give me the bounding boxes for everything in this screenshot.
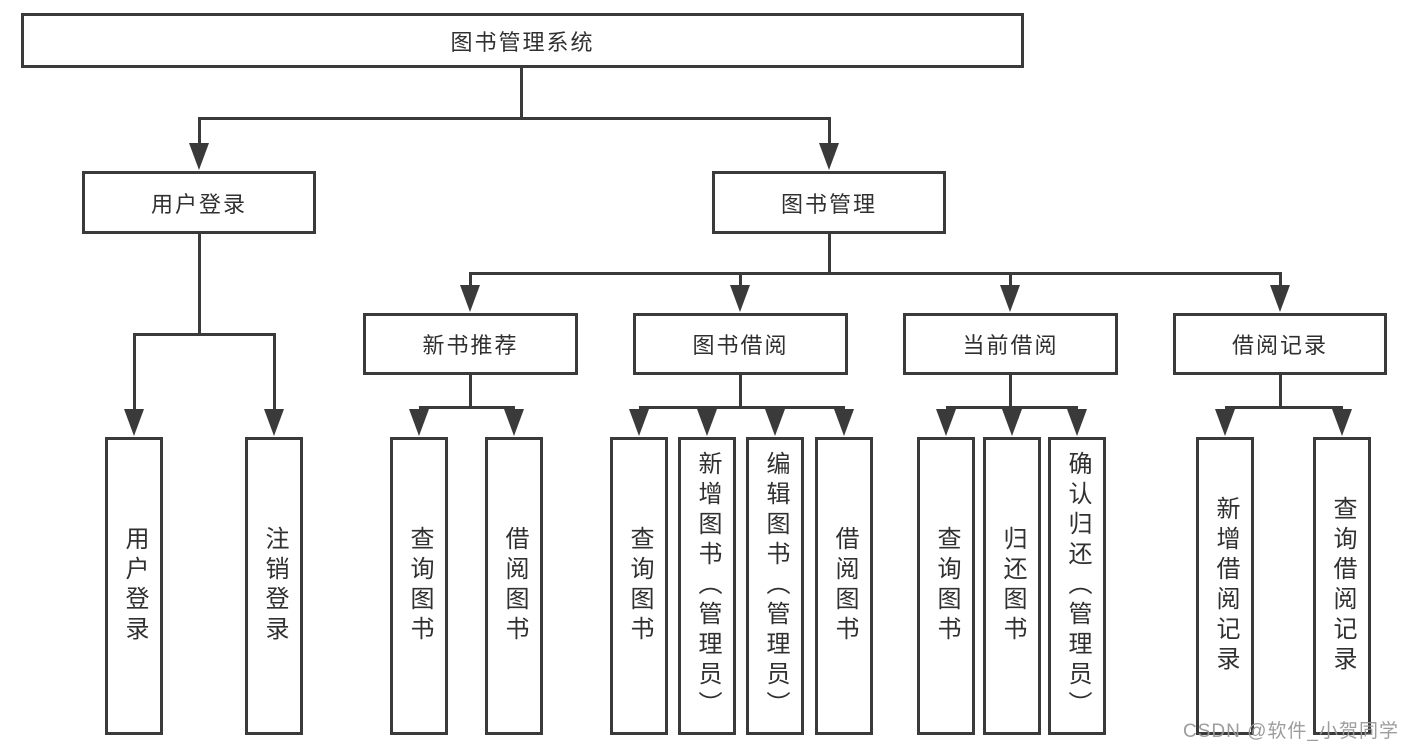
connector-bookmgmt-shaft-3 bbox=[1009, 272, 1012, 290]
leaf-borrow-books-recommend-label: 借阅图书 bbox=[501, 526, 528, 646]
leaf-query-borrow-record: 查询借阅记录 bbox=[1313, 437, 1371, 735]
arrowhead-to-borrow-records bbox=[1270, 285, 1290, 312]
node-borrow-records: 借阅记录 bbox=[1173, 313, 1387, 375]
arrowhead-to-leaf-user-login bbox=[124, 409, 144, 436]
connector-root-stub bbox=[520, 68, 523, 120]
connector-records-stub bbox=[1279, 375, 1282, 409]
leaf-borrow-books: 借阅图书 bbox=[815, 437, 873, 735]
node-root: 图书管理系统 bbox=[21, 13, 1024, 68]
node-new-book-recommend: 新书推荐 bbox=[363, 313, 578, 375]
arrowhead-to-current-borrow bbox=[1000, 285, 1020, 312]
node-user-login: 用户登录 bbox=[82, 171, 316, 234]
arrowhead-records-leaf-2 bbox=[1332, 409, 1352, 436]
leaf-user-login-label: 用户登录 bbox=[121, 526, 148, 646]
node-book-management-label: 图书管理 bbox=[780, 191, 877, 217]
leaf-add-book-admin: 新增图书（管理员） bbox=[678, 437, 736, 735]
connector-records-hline bbox=[1225, 406, 1343, 409]
connector-current-stub bbox=[1009, 375, 1012, 409]
arrowhead-current-leaf-3 bbox=[1067, 409, 1087, 436]
leaf-borrow-books-recommend: 借阅图书 bbox=[485, 437, 543, 735]
arrowhead-records-leaf-1 bbox=[1215, 409, 1235, 436]
connector-borrow-stub bbox=[739, 375, 742, 409]
node-current-borrow: 当前借阅 bbox=[903, 313, 1118, 375]
arrowhead-to-book-management bbox=[819, 143, 839, 170]
arrowhead-borrow-leaf-1 bbox=[629, 409, 649, 436]
leaf-add-borrow-record: 新增借阅记录 bbox=[1196, 437, 1254, 735]
leaf-return-book-label: 归还图书 bbox=[999, 526, 1026, 646]
arrowhead-to-user-login bbox=[189, 143, 209, 170]
connector-bookmgmt-shaft-2 bbox=[739, 272, 742, 290]
connector-root-right-shaft bbox=[828, 117, 831, 150]
leaf-query-books-recommend: 查询图书 bbox=[390, 437, 448, 735]
connector-recommend-hline bbox=[419, 406, 515, 409]
node-book-borrow-label: 图书借阅 bbox=[692, 333, 789, 358]
connector-userlogin-hline bbox=[134, 333, 274, 336]
connector-root-left-shaft bbox=[198, 117, 201, 150]
node-new-book-recommend-label: 新书推荐 bbox=[422, 333, 519, 358]
arrowhead-borrow-leaf-4 bbox=[834, 409, 854, 436]
leaf-query-books-current-label: 查询图书 bbox=[933, 526, 960, 646]
connector-userlogin-left-shaft bbox=[133, 333, 136, 415]
node-root-label: 图书管理系统 bbox=[450, 29, 595, 55]
leaf-query-books-current: 查询图书 bbox=[917, 437, 975, 735]
connector-root-hline bbox=[199, 117, 831, 120]
leaf-query-books-borrow: 查询图书 bbox=[610, 437, 668, 735]
arrowhead-borrow-leaf-3 bbox=[765, 409, 785, 436]
arrowhead-recommend-leaf-1 bbox=[409, 409, 429, 436]
arrowhead-to-book-borrow bbox=[730, 285, 750, 312]
leaf-logout: 注销登录 bbox=[245, 437, 303, 735]
connector-bookmgmt-stub bbox=[828, 234, 831, 275]
leaf-confirm-return-admin-label: 确认归还（管理员） bbox=[1064, 451, 1091, 721]
arrowhead-borrow-leaf-2 bbox=[697, 409, 717, 436]
arrowhead-recommend-leaf-2 bbox=[504, 409, 524, 436]
connector-current-hline bbox=[946, 406, 1078, 409]
leaf-confirm-return-admin: 确认归还（管理员） bbox=[1048, 437, 1106, 735]
node-current-borrow-label: 当前借阅 bbox=[962, 333, 1059, 358]
arrowhead-to-leaf-logout bbox=[264, 409, 284, 436]
connector-bookmgmt-shaft-1 bbox=[469, 272, 472, 290]
node-book-borrow: 图书借阅 bbox=[633, 313, 848, 375]
leaf-user-login: 用户登录 bbox=[105, 437, 163, 735]
leaf-add-book-admin-label: 新增图书（管理员） bbox=[694, 451, 721, 721]
connector-recommend-stub bbox=[469, 375, 472, 409]
arrowhead-to-new-book-recommend bbox=[460, 285, 480, 312]
leaf-edit-book-admin-label: 编辑图书（管理员） bbox=[762, 451, 789, 721]
csdn-watermark: CSDN @软件_小贺同学 bbox=[1183, 721, 1399, 742]
leaf-query-books-borrow-label: 查询图书 bbox=[626, 526, 653, 646]
connector-bookmgmt-shaft-4 bbox=[1279, 272, 1282, 290]
leaf-add-borrow-record-label: 新增借阅记录 bbox=[1212, 496, 1239, 676]
arrowhead-current-leaf-2 bbox=[1002, 409, 1022, 436]
leaf-logout-label: 注销登录 bbox=[261, 526, 288, 646]
leaf-edit-book-admin: 编辑图书（管理员） bbox=[746, 437, 804, 735]
leaf-borrow-books-label: 借阅图书 bbox=[831, 526, 858, 646]
leaf-query-borrow-record-label: 查询借阅记录 bbox=[1329, 496, 1356, 676]
node-user-login-label: 用户登录 bbox=[150, 191, 247, 217]
connector-bookmgmt-hline bbox=[470, 272, 1281, 275]
leaf-return-book: 归还图书 bbox=[983, 437, 1041, 735]
connector-borrow-hline bbox=[639, 406, 845, 409]
node-book-management: 图书管理 bbox=[712, 171, 946, 234]
connector-userlogin-stub bbox=[198, 234, 201, 336]
connector-userlogin-right-shaft bbox=[273, 333, 276, 415]
arrowhead-current-leaf-1 bbox=[936, 409, 956, 436]
leaf-query-books-recommend-label: 查询图书 bbox=[406, 526, 433, 646]
node-borrow-records-label: 借阅记录 bbox=[1231, 333, 1328, 358]
